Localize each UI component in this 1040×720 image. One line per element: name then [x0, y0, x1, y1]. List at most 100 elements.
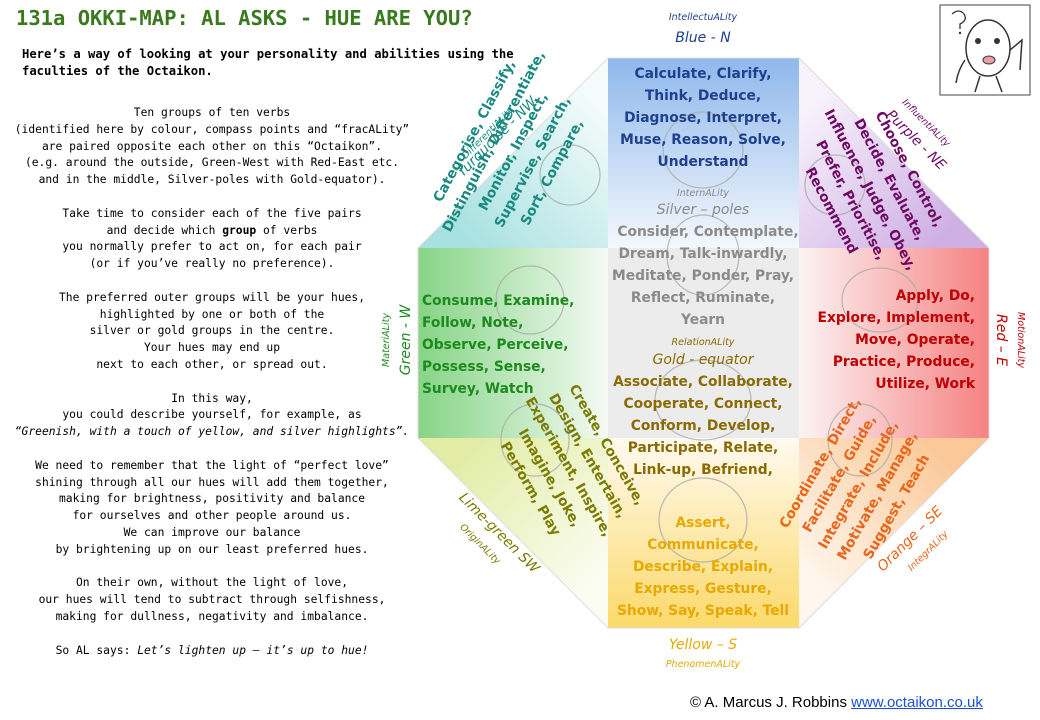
example-quote: “Greenish, with a touch of yellow, and s… [14, 425, 410, 439]
verb-line: Cooperate, Connect, [623, 396, 782, 412]
verb-line: Muse, Reason, Solve, [620, 132, 786, 148]
verb-line: Meditate, Ponder, Pray, [612, 268, 794, 284]
verb-line: Describe, Explain, [633, 559, 773, 575]
closing-quote: Let’s lighten up – it’s up to hue! [137, 643, 369, 657]
centre-segment [608, 248, 799, 438]
verb-line: Explore, Implement, [818, 310, 975, 326]
text-line: silver or gold groups in the centre. [89, 324, 335, 338]
verb-line: Consume, Examine, [422, 293, 574, 309]
blue-verbs: Calculate, Clarify, Think, Deduce, Diagn… [620, 66, 786, 170]
text-line: In this way, [171, 391, 253, 405]
text-line: making for dullness, negativity and imba… [55, 609, 369, 623]
verb-line: Participate, Relate, [628, 440, 779, 456]
text-line: our hues will tend to subtract through s… [38, 593, 386, 607]
face-sketches [495, 111, 919, 563]
blue-segment [608, 58, 799, 248]
verb-line: Understand [658, 154, 749, 170]
text-line: by brightening up on our least preferred… [55, 542, 369, 556]
verb-line: Calculate, Clarify, [634, 66, 771, 82]
paragraph-2: Take time to consider each of the five p… [6, 206, 418, 273]
verb-line: Reflect, Ruminate, [631, 290, 775, 306]
yellow-faculty-label: PhenomenALity [666, 659, 741, 670]
red-faculty-label: MotionALity [1015, 312, 1026, 368]
verb-line: Survey, Watch [422, 381, 534, 397]
paragraph-6: On their own, without the light of love,… [6, 575, 418, 625]
text-line: Ten groups of ten verbs [133, 106, 291, 119]
green-verbs: Consume, Examine, Follow, Note, Observe,… [422, 293, 574, 397]
text-line: We need to remember that the light of “p… [35, 458, 389, 472]
verb-line: Follow, Note, [422, 315, 523, 331]
text-line: next to each other, or spread out. [96, 357, 328, 371]
verb-line: Move, Operate, [855, 332, 975, 348]
verb-line: Link-up, Befriend, [633, 462, 773, 478]
verb-line: Conform, Develop, [631, 418, 776, 434]
copyright-text: © A. Marcus J. Robbins [690, 694, 847, 711]
verb-line: Communicate, [647, 537, 758, 553]
text-line: (identified here by colour, compass poin… [14, 122, 410, 136]
verb-line: Show, Say, Speak, Tell [617, 603, 789, 619]
red-segment [799, 248, 989, 438]
yellow-direction-label: Yellow – S [669, 637, 737, 653]
copyright-notice: © A. Marcus J. Robbins www.octaikon.co.u… [690, 694, 983, 711]
paragraph-5: We need to remember that the light of “p… [6, 458, 418, 559]
text-line: you normally prefer to act on, for each … [62, 240, 362, 254]
text-line: On their own, without the light of love, [75, 576, 349, 590]
paragraph-4: In this way, you could describe yourself… [6, 391, 418, 441]
text-line: We can improve our balance [123, 525, 301, 539]
verb-line: Possess, Sense, [422, 359, 546, 375]
text-line: The preferred outer groups will be your … [58, 290, 366, 304]
text-fragment: So AL says: [55, 643, 138, 657]
blue-faculty-label: IntellectuALity [669, 12, 738, 23]
text-line: highlighted by one or both of the [99, 307, 325, 321]
green-segment [418, 248, 608, 438]
verb-line: Utilize, Work [875, 376, 975, 392]
blue-direction-label: Blue - N [675, 30, 731, 46]
page-title: 131a OKKI-MAP: AL ASKS - HUE ARE YOU? [16, 6, 473, 30]
text-line: are paired opposite each other on this “… [41, 139, 383, 153]
text-line: and in the middle, Silver-poles with Gol… [38, 173, 386, 187]
text-line: making for brightness, positivity and ba… [58, 492, 366, 506]
text-line: you could describe yourself, for example… [62, 408, 362, 422]
website-link[interactable]: www.octaikon.co.uk [851, 694, 983, 711]
text-line: So AL says: Let’s lighten up – it’s up t… [6, 643, 418, 660]
verb-line: Practice, Produce, [833, 354, 975, 370]
red-direction-label: Red – E [993, 314, 1009, 366]
red-verbs: Apply, Do, Explore, Implement, Move, Ope… [818, 288, 976, 392]
paragraph-1: Ten groups of ten verbs (identified here… [6, 105, 418, 189]
verb-line: Think, Deduce, [645, 88, 761, 104]
paragraph-3: The preferred outer groups will be your … [6, 290, 418, 374]
cartoon-face-icon [939, 4, 1031, 96]
verb-line: Yearn [680, 312, 725, 328]
verb-line: Diagnose, Interpret, [624, 110, 782, 126]
text-line: (e.g. around the outside, Green-West wit… [24, 156, 400, 170]
yellow-verbs: Assert, Communicate, Describe, Explain, … [617, 515, 789, 619]
verb-line: Consider, Contemplate, [617, 224, 798, 240]
text-line: and decide which group of verbs [6, 223, 418, 240]
text-fragment: of verbs [256, 223, 318, 237]
yellow-segment [608, 438, 799, 628]
green-direction-label: Green - W [398, 304, 414, 376]
gold-direction-label: Gold - equator [653, 352, 755, 368]
intro-text: Here’s a way of looking at your personal… [22, 47, 514, 78]
verb-line: Apply, Do, [896, 288, 975, 304]
octagon-outline [417, 57, 990, 629]
verb-line: Dream, Talk-inwardly, [618, 246, 787, 262]
gold-verbs: Associate, Collaborate, Cooperate, Conne… [613, 374, 793, 478]
gold-faculty-label: RelationALity [672, 337, 735, 348]
text-line: shining through all our hues will add th… [35, 475, 389, 489]
text-fragment: and decide which [106, 223, 223, 237]
silver-faculty-label: InternALity [677, 188, 729, 199]
verb-line: Assert, [675, 515, 730, 531]
verb-line: Express, Gesture, [634, 581, 772, 597]
silver-verbs: Consider, Contemplate, Dream, Talk-inwar… [612, 224, 799, 328]
emphasis-group: group [222, 223, 257, 237]
green-faculty-label: MateriALity [381, 313, 392, 367]
text-line: Take time to consider each of the five p… [62, 206, 362, 220]
silver-direction-label: Silver – poles [657, 202, 749, 218]
paragraph-7: So AL says: Let’s lighten up – it’s up t… [6, 643, 418, 660]
verb-line: Observe, Perceive, [422, 337, 569, 353]
text-line: for ourselves and other people around us… [72, 509, 352, 523]
verb-line: Associate, Collaborate, [613, 374, 793, 390]
text-line: Your hues may end up [143, 341, 281, 355]
